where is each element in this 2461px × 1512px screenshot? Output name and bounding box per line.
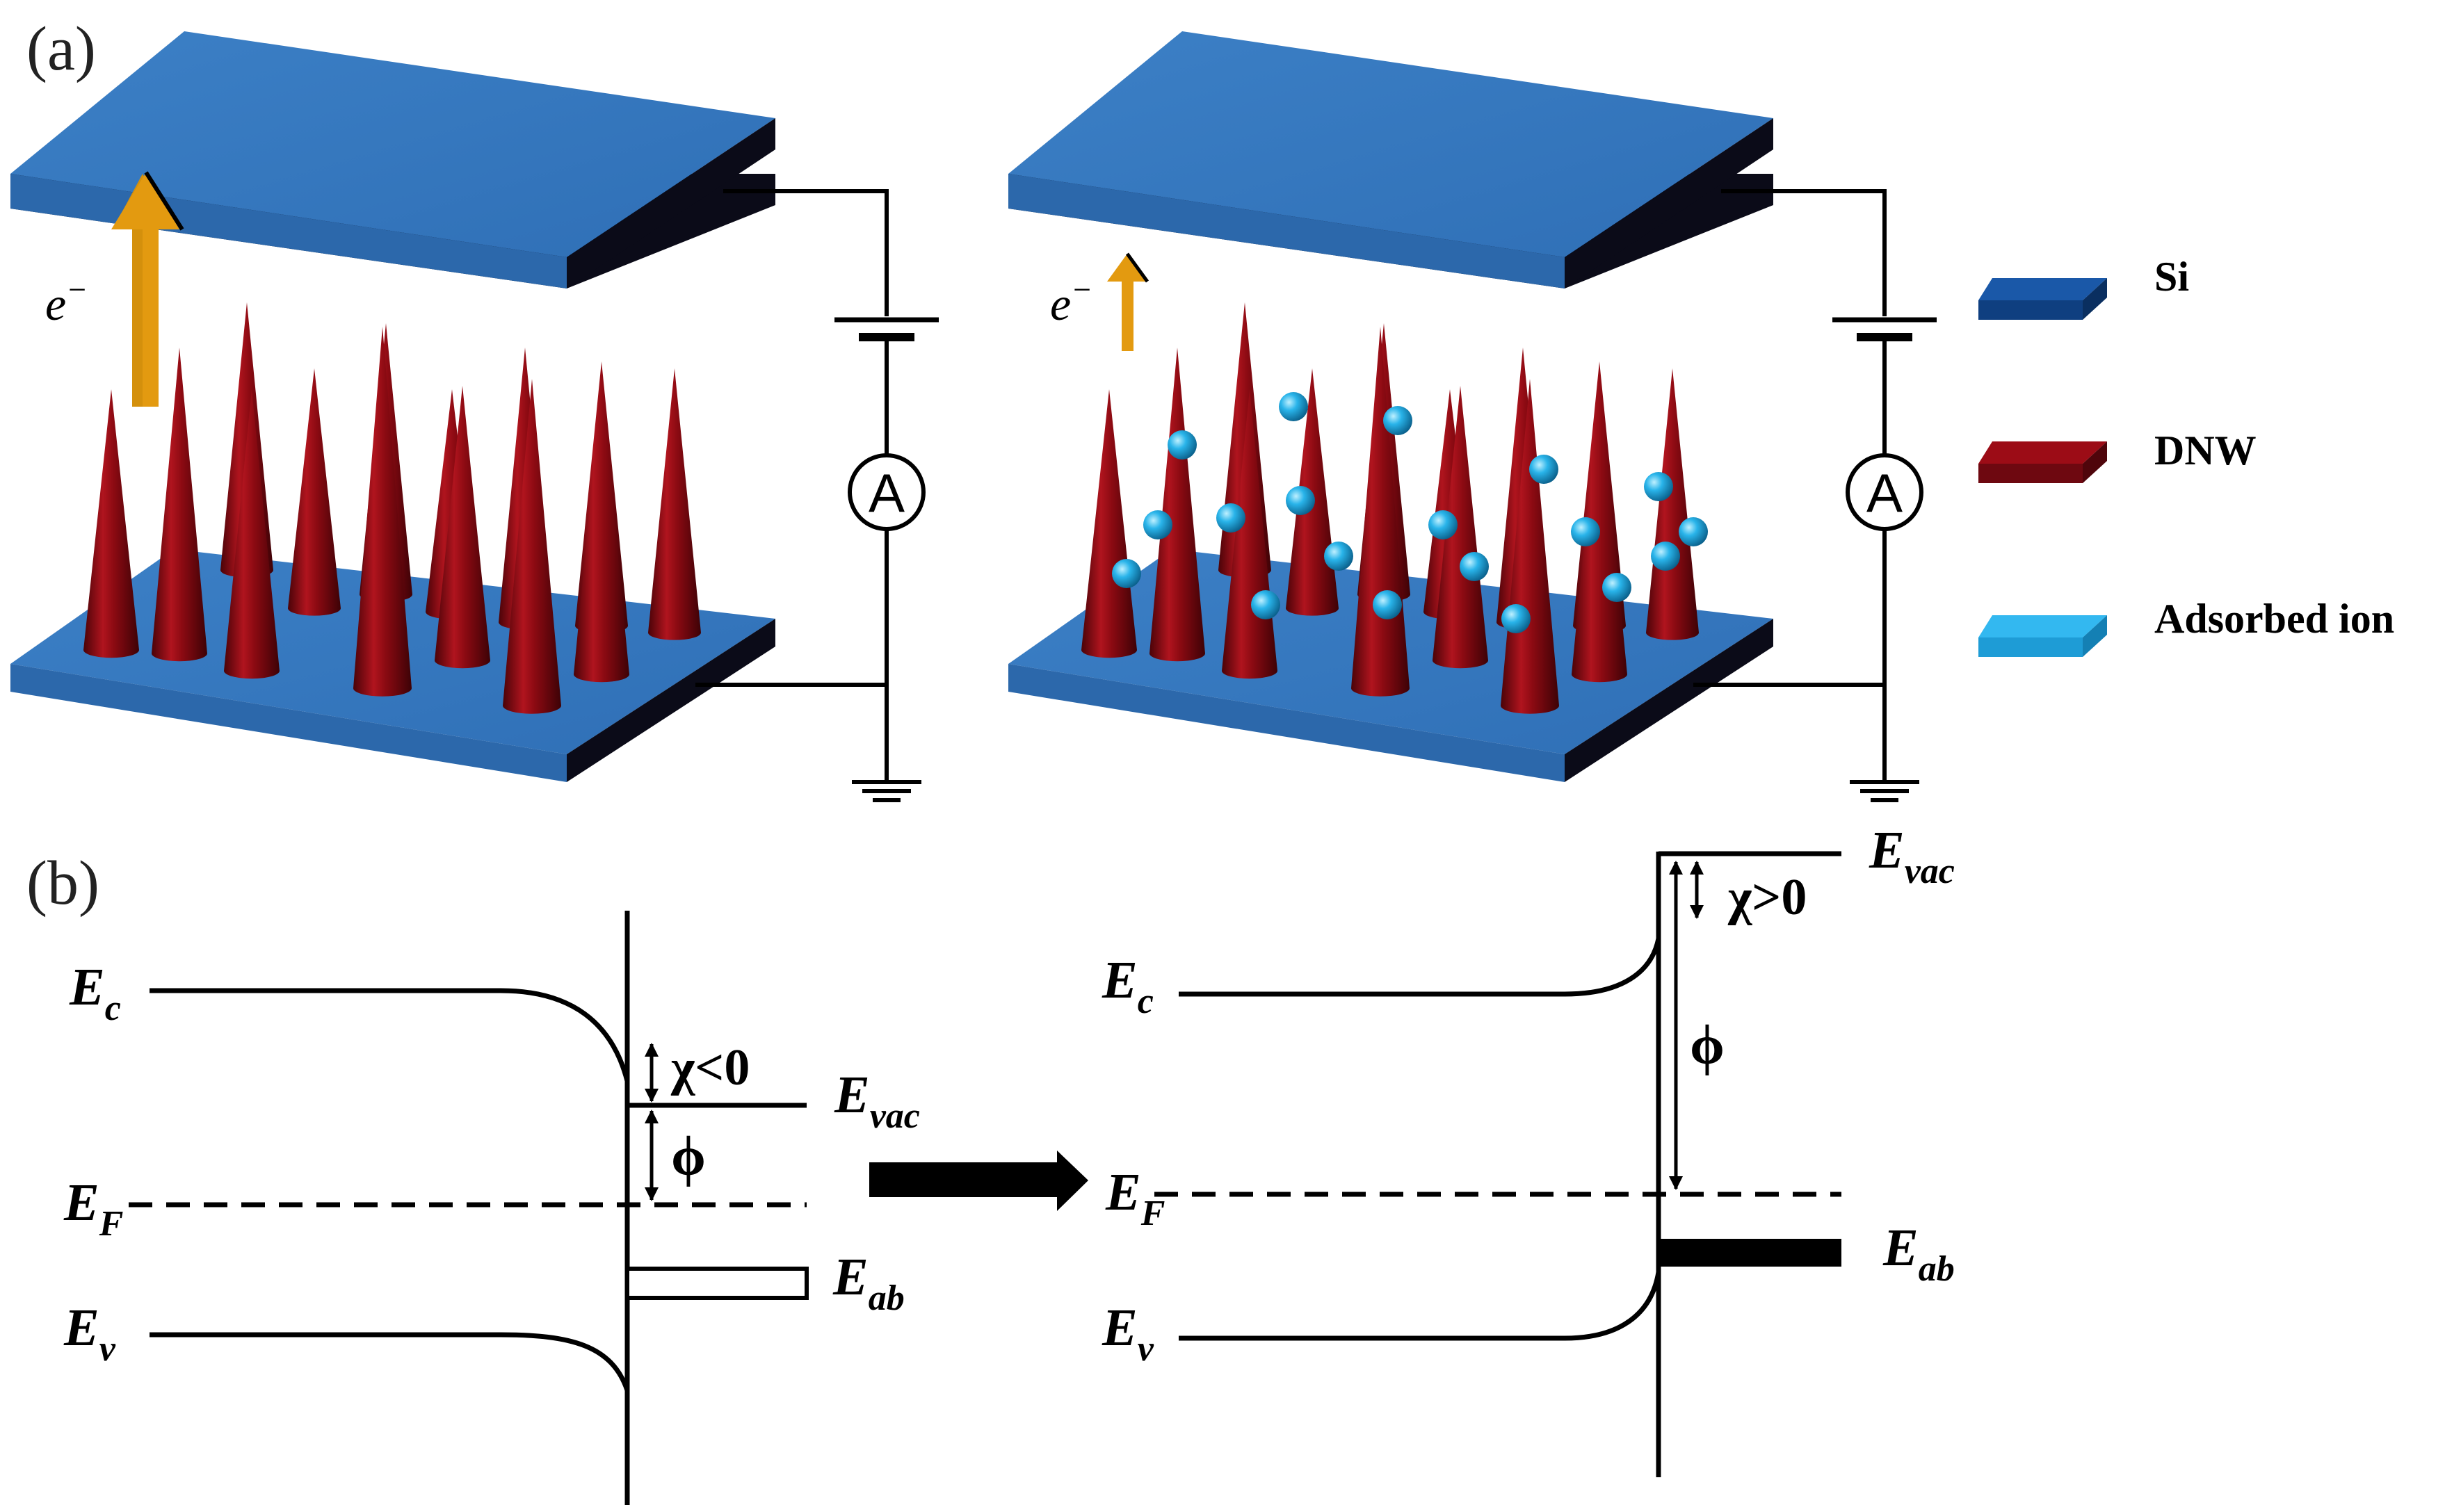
adsorbed-ion-sphere	[1383, 406, 1412, 435]
adsorbed-ion-sphere	[1571, 517, 1600, 546]
dnw-cone	[1149, 348, 1205, 662]
dnw-cone	[648, 368, 701, 640]
electron-label-left: e−	[45, 272, 88, 330]
label-ef-right: EF	[1105, 1163, 1165, 1233]
adsorbed-ion-sphere	[1428, 510, 1458, 539]
conduction-band-left	[150, 988, 630, 1082]
phi-label-right: ϕ	[1690, 1015, 1725, 1076]
dnw-cone	[1081, 389, 1137, 658]
panel-label-a: (a)	[26, 15, 96, 83]
dnw-cone	[574, 386, 629, 683]
legend-item-adsorbed-ion: Adsorbed ion	[1978, 596, 2394, 657]
dnw-cone	[1646, 368, 1699, 640]
legend-label-dnw: DNW	[2154, 428, 2257, 473]
adsorbed-ion-sphere	[1143, 510, 1172, 539]
dnw-array-left	[83, 302, 701, 714]
legend-label-adsorbed-ion: Adsorbed ion	[2154, 596, 2394, 642]
legend: Si DNW Adsorbed ion	[1978, 254, 2394, 657]
chi-label-left: χ<0	[670, 1039, 750, 1096]
adsorbed-ion-sphere	[1460, 552, 1489, 581]
device-pristine: e− A	[10, 31, 939, 802]
work-function-arrow-left	[645, 1109, 659, 1201]
label-evac-right: Evac	[1869, 821, 1955, 891]
label-eab-left: Eab	[832, 1248, 905, 1318]
adsorbed-ion-sphere	[1602, 573, 1631, 602]
dnw-cone	[435, 386, 490, 669]
label-ev-left: Ev	[63, 1299, 116, 1369]
adsorbed-ions	[1112, 392, 1708, 633]
dnw-cone	[224, 389, 280, 679]
band-diagram-right: χ>0 ϕ Evac Ec EF Eab Ev	[1102, 821, 1955, 1477]
conduction-band-right	[1179, 938, 1661, 997]
dnw-cone	[353, 327, 412, 697]
valence-band-right	[1179, 1271, 1661, 1341]
dnw-cone	[1433, 386, 1488, 669]
adsorbed-ion-sphere	[1279, 392, 1308, 421]
phi-label-left: ϕ	[671, 1126, 706, 1187]
label-ec-left: Ec	[69, 958, 121, 1028]
adsorbed-ion-sphere	[1251, 590, 1280, 619]
adsorbed-ion-sphere	[1651, 542, 1680, 571]
valence-band-left	[150, 1332, 630, 1392]
electron-affinity-arrow-right	[1690, 861, 1704, 919]
label-ev-right: Ev	[1102, 1299, 1154, 1369]
dnw-cone	[288, 368, 341, 616]
electron-emission-arrow-right	[1107, 252, 1149, 351]
legend-item-dnw: DNW	[1978, 428, 2257, 483]
adsorbed-ion-sphere	[1168, 430, 1197, 460]
electron-emission-arrow-left	[111, 171, 184, 407]
adsorbate-level-left	[625, 1267, 809, 1300]
band-diagram-left: χ<0 ϕ Ec EF Ev Evac Eab	[63, 911, 920, 1505]
label-eab-right: Eab	[1882, 1219, 1955, 1289]
svg-text:A: A	[1866, 462, 1903, 523]
label-ec-right: Ec	[1102, 951, 1154, 1021]
dnw-cone	[152, 348, 207, 662]
legend-label-si: Si	[2154, 254, 2189, 300]
electron-label-right: e−	[1050, 272, 1092, 330]
adsorbed-ion-sphere	[1501, 604, 1531, 633]
circuit-right	[1693, 189, 1937, 802]
label-evac-left: Evac	[834, 1066, 920, 1136]
adsorbed-ion-sphere	[1644, 472, 1673, 501]
adsorbed-ion-sphere	[1529, 455, 1558, 484]
electron-affinity-arrow-left	[645, 1043, 659, 1103]
dnw-array-right	[1081, 302, 1699, 714]
work-function-arrow-right	[1669, 861, 1683, 1190]
svg-text:A: A	[869, 462, 905, 523]
si-top-plate-right	[1008, 31, 1773, 288]
circuit-left	[695, 189, 939, 802]
adsorbed-ion-sphere	[1679, 517, 1708, 546]
label-ef-left: EF	[63, 1173, 123, 1244]
dnw-cone	[83, 389, 139, 658]
dnw-cone	[503, 379, 561, 714]
adsorbate-level-right	[1659, 1239, 1841, 1267]
adsorbed-ion-sphere	[1286, 486, 1315, 515]
adsorbed-ion-sphere	[1373, 590, 1402, 619]
ammeter-right: A	[1846, 453, 1923, 531]
adsorbed-ion-sphere	[1216, 503, 1245, 533]
si-top-plate-left	[10, 31, 775, 288]
legend-item-si: Si	[1978, 254, 2189, 320]
device-ion-adsorbed: e− A	[1008, 31, 1937, 802]
adsorbed-ion-sphere	[1112, 559, 1141, 588]
panel-label-b: (b)	[26, 849, 99, 918]
adsorbed-ion-sphere	[1324, 542, 1353, 571]
ammeter-left: A	[848, 453, 926, 531]
transition-arrow	[869, 1151, 1088, 1211]
chi-label-right: χ>0	[1727, 869, 1807, 926]
